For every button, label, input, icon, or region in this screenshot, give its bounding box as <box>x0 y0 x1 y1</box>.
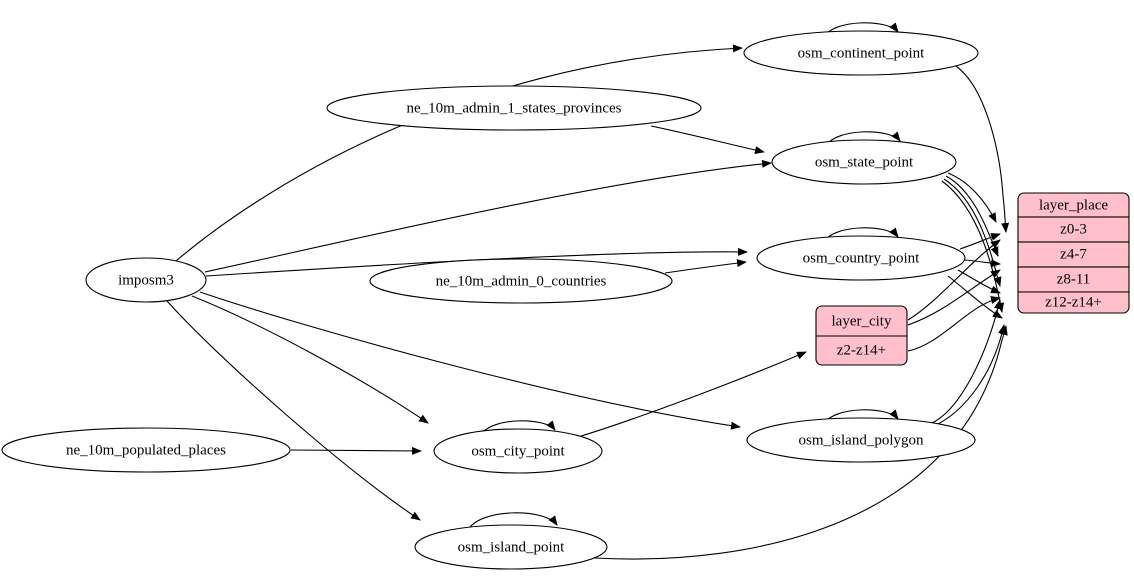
edge-layer-city-layer-place-z4-7 <box>907 269 1001 326</box>
edge-osm-state-point-layer-place-z0-3 <box>947 172 997 223</box>
node-imposm3-shape[interactable] <box>85 257 207 303</box>
layer-place-z8-11-cell[interactable] <box>1017 266 1130 293</box>
node-osm-country-point[interactable]: osm_country_point <box>756 235 966 281</box>
edge-osm-country-point-layer-place-z12-z14 <box>947 275 1003 319</box>
edge-imposm3-osm-city-point <box>191 295 429 424</box>
edge-ne-countries-osm-country-point <box>664 259 747 274</box>
node-osm-state-point-shape[interactable] <box>771 139 957 185</box>
node-ne-countries-shape[interactable] <box>369 258 673 304</box>
node-osm-island-polygon-shape[interactable] <box>746 417 976 463</box>
record-node-layer-place[interactable]: layer_place z0-3 z4-7 z8-11 z12-z14+ <box>1017 192 1130 314</box>
node-osm-island-point[interactable]: osm_island_point <box>414 524 608 570</box>
node-ne-states-shape[interactable] <box>326 85 702 131</box>
node-osm-island-point-shape[interactable] <box>414 524 608 570</box>
edge-imposm3-osm-island-polygon <box>199 291 741 430</box>
node-ne-populated-shape[interactable] <box>1 427 291 473</box>
layer-place-z4-7-cell[interactable] <box>1017 241 1130 268</box>
edge-osm-state-point-layer-place-z8-11 <box>943 178 1002 287</box>
node-osm-continent-point[interactable]: osm_continent_point <box>743 30 979 76</box>
edge-osm-island-point-layer-place-z12-z14 <box>593 325 1008 560</box>
node-ne-10m-admin-0-countries[interactable]: ne_10m_admin_0_countries <box>369 258 673 304</box>
node-layer: imposm3 ne_10m_admin_1_states_provinces … <box>1 30 979 570</box>
edge-ne-populated-osm-city-point <box>290 446 422 455</box>
layer-city-header-cell[interactable] <box>815 305 908 337</box>
node-imposm3[interactable]: imposm3 <box>85 257 207 303</box>
edge-osm-country-point-layer-place-z8-11 <box>957 269 1001 294</box>
layer-city-z2-z14-cell[interactable] <box>815 335 908 366</box>
edge-osm-city-point-layer-city-z2-z14 <box>577 351 807 438</box>
edge-osm-island-polygon-layer-place-z12-z14 <box>933 324 1006 427</box>
edge-osm-island-polygon-layer-place-z8-11 <box>929 299 1002 425</box>
edge-layer-city-layer-place-z0-3 <box>907 239 1001 321</box>
node-ne-10m-admin-1-states-provinces[interactable]: ne_10m_admin_1_states_provinces <box>326 85 702 131</box>
edge-imposm3-osm-state-point <box>204 159 772 273</box>
layer-place-z0-3-cell[interactable] <box>1017 216 1130 243</box>
node-osm-country-point-shape[interactable] <box>756 235 966 281</box>
edge-osm-country-point-layer-place-z4-7 <box>964 259 1001 268</box>
node-osm-state-point[interactable]: osm_state_point <box>771 139 957 185</box>
layer-place-header-cell[interactable] <box>1017 192 1130 218</box>
layer-place-z12-z14-cell[interactable] <box>1017 291 1130 314</box>
edge-imposm3-osm-island-point <box>166 300 421 521</box>
node-osm-island-polygon[interactable]: osm_island_polygon <box>746 417 976 463</box>
edge-layer-city-layer-place-z8-11 <box>907 296 1001 352</box>
edge-ne-states-osm-state-point <box>650 125 765 154</box>
record-node-layer-city[interactable]: layer_city z2-z14+ <box>815 305 908 366</box>
node-osm-city-point-shape[interactable] <box>433 428 603 474</box>
node-ne-10m-populated-places[interactable]: ne_10m_populated_places <box>1 427 291 473</box>
edge-osm-country-point-layer-place-z0-3 <box>959 233 1001 250</box>
node-osm-continent-point-shape[interactable] <box>743 30 979 76</box>
selfloop-osm-island-point <box>467 512 558 531</box>
edge-imposm3-osm-continent-point <box>175 44 743 262</box>
node-osm-city-point[interactable]: osm_city_point <box>433 428 603 474</box>
edge-osm-continent-point-layer-place-z0-3 <box>952 63 1010 233</box>
